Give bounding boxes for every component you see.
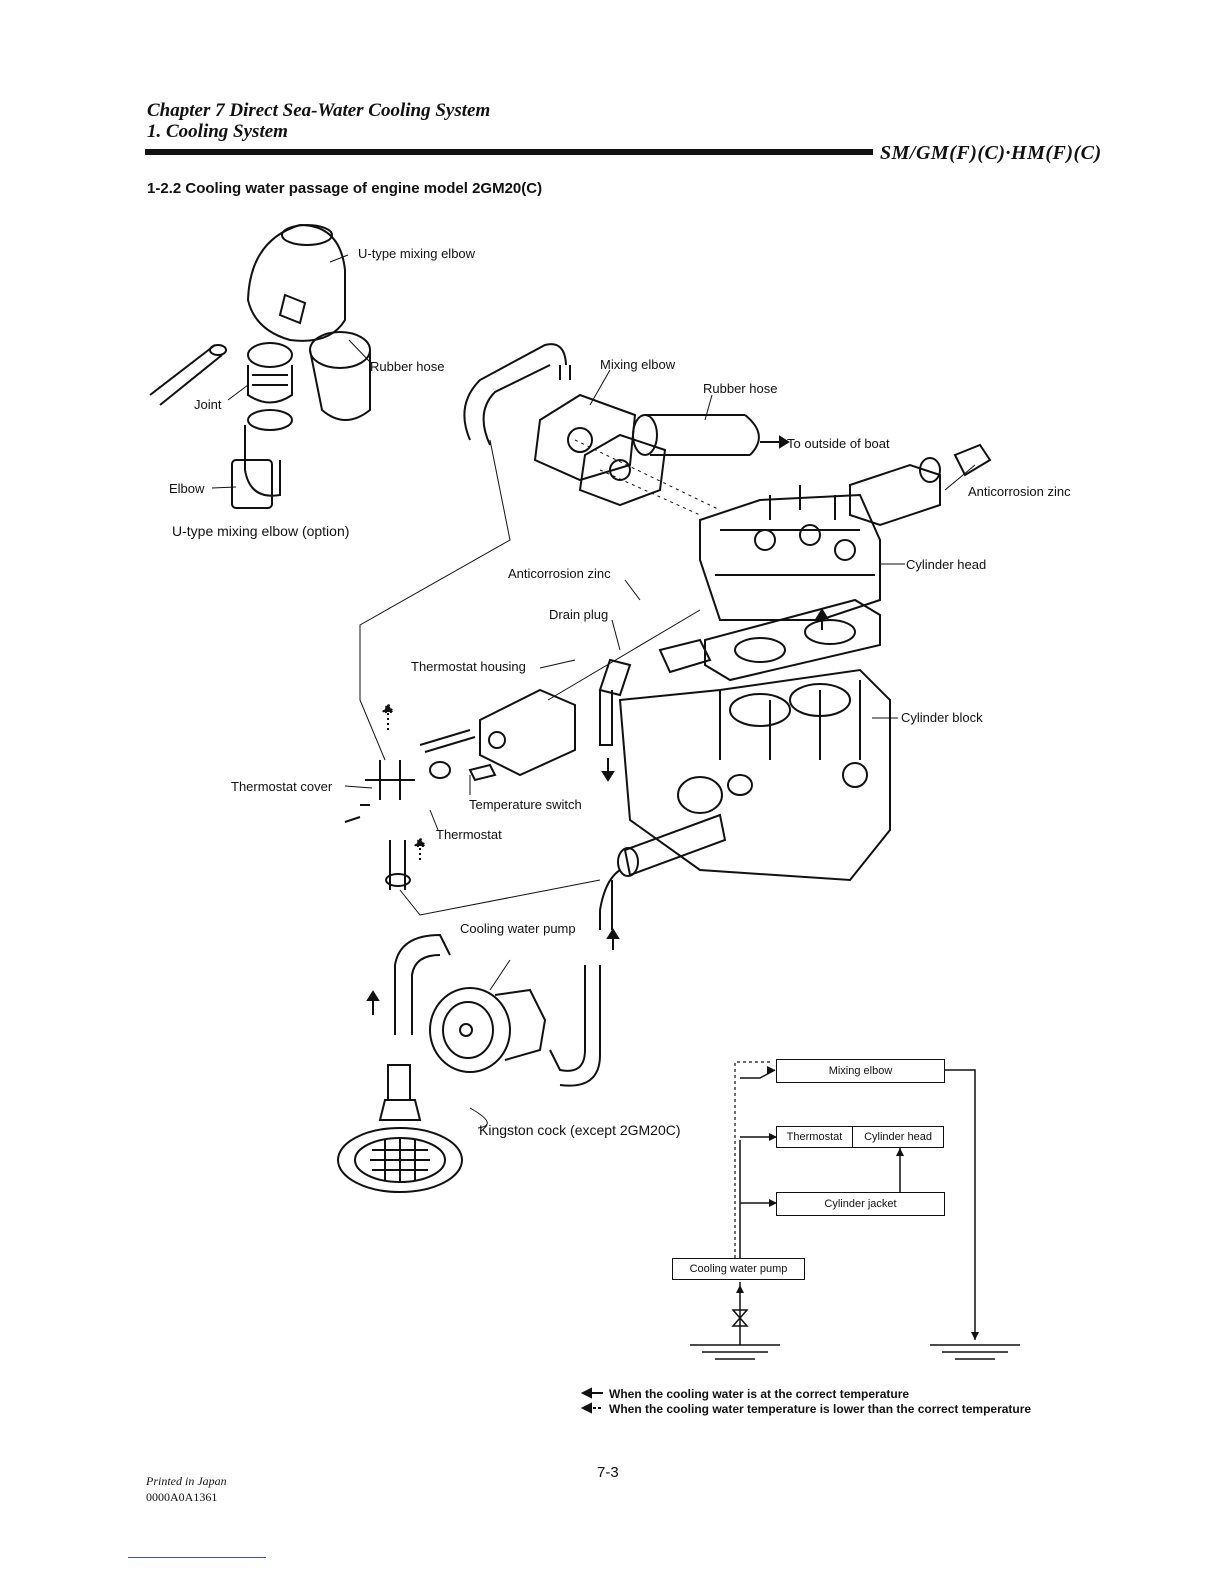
label-elbow: Elbow [169,481,205,496]
label-to-outside-of-boat: To outside of boat [787,436,890,451]
flow-box-thermostat: Thermostat [776,1126,853,1148]
label-cylinder-block: Cylinder block [901,710,983,725]
flow-box-cylinder-head: Cylinder head [852,1126,944,1148]
flow-box-cooling-water-pump: Cooling water pump [672,1258,805,1280]
flow-box-mixing-elbow: Mixing elbow [776,1059,945,1083]
page-number: 7-3 [597,1464,619,1481]
label-thermostat-housing: Thermostat housing [411,659,526,674]
header-rule [145,149,873,155]
label-mixing-elbow: Mixing elbow [600,357,676,372]
flow-legend: When the cooling water is at the correct… [583,1387,1031,1417]
label-temperature-switch: Temperature switch [469,797,582,812]
label-rubber-hose-left: Rubber hose [370,359,445,374]
label-anticorrosion-zinc-right: Anticorrosion zinc [968,484,1071,499]
label-thermostat: Thermostat [436,827,502,842]
section-title: 1. Cooling System [147,121,288,142]
printed-in: Printed in Japan [146,1474,227,1488]
label-joint: Joint [194,397,222,412]
label-anticorrosion-zinc-center: Anticorrosion zinc [508,566,611,581]
label-thermostat-cover: Thermostat cover [231,779,333,794]
model-code: SM/GM(F)(C)·HM(F)(C) [880,142,1102,164]
label-rubber-hose-right: Rubber hose [703,381,778,396]
label-cylinder-head: Cylinder head [906,557,987,572]
label-u-type-option: U-type mixing elbow (option) [172,523,350,539]
label-kingston-cock: Kingston cock (except 2GM20C) [479,1122,681,1138]
legend-dotted-text: When the cooling water temperature is lo… [609,1402,1032,1416]
footer-line [128,1557,266,1558]
diagram-subtitle: 1-2.2 Cooling water passage of engine mo… [147,180,543,197]
label-drain-plug: Drain plug [549,607,609,622]
document-number: 0000A0A1361 [146,1490,218,1504]
label-cooling-water-pump: Cooling water pump [460,921,576,936]
flow-box-cylinder-jacket: Cylinder jacket [776,1192,945,1216]
legend-dotted: When the cooling water temperature is lo… [583,1402,1031,1417]
legend-solid-text: When the cooling water is at the correct… [609,1387,910,1401]
legend-solid: When the cooling water is at the correct… [583,1387,1031,1402]
label-u-type-mixing-elbow: U-type mixing elbow [358,246,476,261]
chapter-title: Chapter 7 Direct Sea-Water Cooling Syste… [147,100,491,121]
